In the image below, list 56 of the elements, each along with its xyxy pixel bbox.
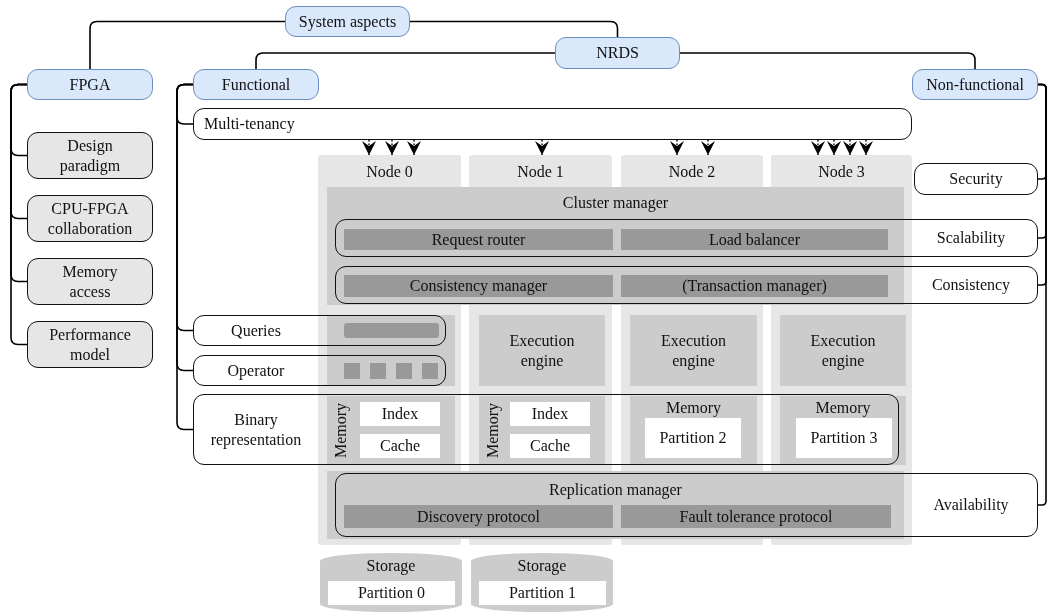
- node-column: Node 3: [771, 155, 912, 187]
- connector-line: [176, 83, 194, 431]
- arrow: [827, 139, 841, 156]
- box-label: Storage: [366, 556, 416, 576]
- arrow: [362, 139, 376, 156]
- topic-box: Performance model: [27, 321, 153, 368]
- topic-box: Design paradigm: [27, 132, 153, 179]
- module-block: [344, 363, 360, 379]
- category-pill: NRDS: [555, 37, 680, 69]
- connector-line: [89, 20, 286, 70]
- arrow: [701, 139, 715, 156]
- category-pill: Non-functional: [912, 69, 1038, 100]
- node-column: Node 0: [318, 155, 461, 187]
- data-box: Index: [360, 402, 440, 426]
- data-box: Partition 0: [328, 581, 455, 605]
- connector-line: [679, 52, 976, 70]
- storage-cylinder: [471, 553, 613, 612]
- data-box: Partition 1: [479, 581, 606, 605]
- node-column: Node 2: [621, 155, 763, 187]
- data-box: Partition 2: [645, 418, 741, 458]
- component-panel: Execution engine: [780, 315, 906, 386]
- arrow: [670, 139, 684, 156]
- data-box: Partition 3: [796, 418, 892, 458]
- category-pill: System aspects: [285, 6, 410, 37]
- arrow: [385, 139, 399, 156]
- component-panel: Execution engine: [479, 315, 605, 386]
- data-box: Index: [510, 402, 590, 426]
- connector-line: [409, 20, 619, 38]
- topic-box: Memory access: [27, 258, 153, 305]
- module-bar: [344, 323, 439, 338]
- data-box: Cache: [510, 434, 590, 458]
- category-pill: FPGA: [27, 69, 153, 100]
- arrow: [535, 139, 549, 156]
- arrow: [407, 139, 421, 156]
- arrow: [859, 139, 873, 156]
- box-label: Storage: [517, 556, 567, 576]
- module-block: [370, 363, 386, 379]
- module-block: [396, 363, 412, 379]
- box-label: Memory: [815, 398, 871, 418]
- box-label: Memory: [665, 398, 722, 418]
- vertical-label: Memory: [331, 401, 351, 461]
- topic-box: CPU-FPGA collaboration: [27, 195, 153, 242]
- connector-line: [255, 52, 556, 70]
- connector-line: [1037, 83, 1047, 506]
- arrow: [843, 139, 857, 156]
- vertical-label: Memory: [483, 401, 503, 461]
- outline-frame: Security: [914, 163, 1038, 195]
- node-column: Node 1: [469, 155, 612, 187]
- outline-frame: Multi-tenancy: [193, 108, 912, 140]
- component-panel: Execution engine: [630, 315, 757, 386]
- category-pill: Functional: [193, 69, 319, 100]
- data-box: Cache: [360, 434, 440, 458]
- arrow: [811, 139, 825, 156]
- storage-cylinder: [320, 553, 462, 612]
- module-block: [422, 363, 438, 379]
- connector-line: [10, 83, 28, 346]
